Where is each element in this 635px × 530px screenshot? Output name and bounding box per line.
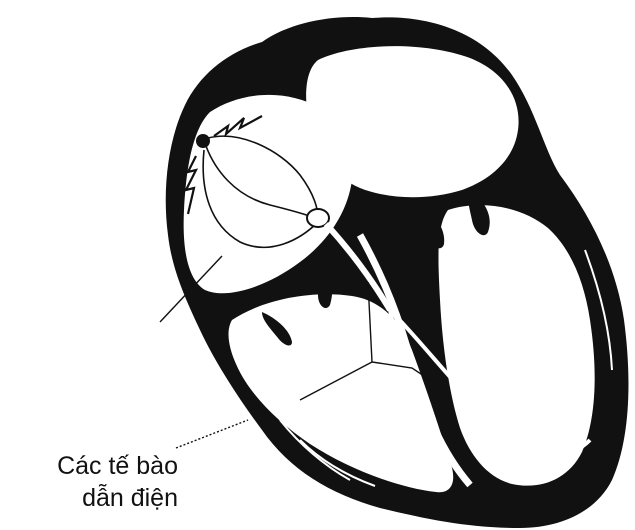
sinoatrial-node <box>196 134 210 148</box>
left-atrium <box>306 46 518 197</box>
conduction-cells-label: Các tế bào dẫn điện <box>28 450 178 514</box>
leader-line-lower <box>176 420 248 448</box>
label-line-2: dẫn điện <box>28 482 178 514</box>
label-line-1: Các tế bào <box>28 450 178 482</box>
